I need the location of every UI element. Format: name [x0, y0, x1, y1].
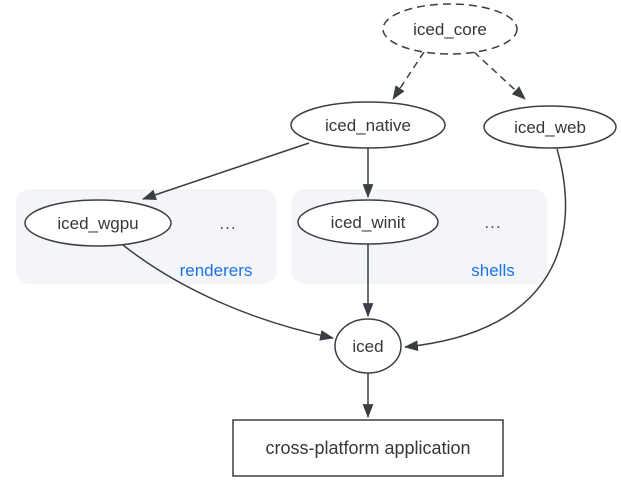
group-renderers-ellipsis: ...: [219, 214, 236, 233]
node-iced-web-label: iced_web: [514, 118, 586, 137]
edge-iced-core-to-iced-native: [392, 51, 425, 100]
node-iced-core-shape: [382, 3, 518, 55]
node-iced-winit: iced_winit: [297, 199, 439, 245]
edge-iced-web-to-iced: [403, 148, 567, 352]
node-iced-wgpu-label: iced_wgpu: [57, 214, 138, 233]
edge-iced-wgpu-to-iced: [122, 244, 335, 341]
node-cross-platform-application: cross-platform application: [232, 419, 504, 477]
node-iced: iced: [334, 318, 402, 374]
node-iced-wgpu: iced_wgpu: [24, 199, 172, 247]
node-iced-core: iced_core: [382, 3, 518, 55]
edge-iced-core-to-iced-web: [473, 51, 526, 100]
group-renderers-label: renderers: [180, 261, 253, 280]
node-iced-winit-label: iced_winit: [331, 213, 406, 232]
node-iced-native: iced_native: [290, 101, 446, 149]
group-shells-ellipsis: ...: [484, 213, 501, 232]
node-iced-web: iced_web: [483, 105, 617, 149]
node-iced-winit-shape: [297, 199, 439, 245]
node-cross-platform-application-label: cross-platform application: [265, 438, 470, 458]
node-iced-label: iced: [352, 337, 383, 356]
node-iced-web-shape: [483, 105, 617, 149]
edge-iced-native-to-iced-wgpu: [141, 142, 310, 200]
node-iced-native-label: iced_native: [325, 116, 411, 135]
node-iced-wgpu-shape: [24, 199, 172, 247]
node-iced-native-shape: [290, 101, 446, 149]
node-iced-core-label: iced_core: [413, 20, 487, 39]
node-cross-platform-application-shape: [232, 419, 504, 477]
group-shells-label: shells: [471, 261, 514, 280]
node-iced-shape: [334, 318, 402, 374]
